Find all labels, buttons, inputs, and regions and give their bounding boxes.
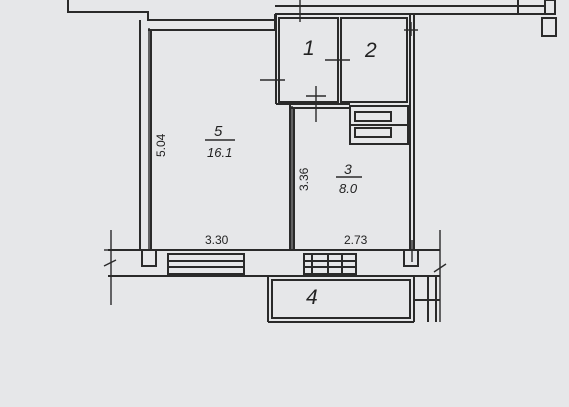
dimension-lines	[103, 0, 447, 322]
room-1-number: 1	[303, 37, 315, 60]
wall-outlines	[67, 0, 557, 323]
room-4-number: 4	[306, 286, 318, 309]
room-3-area: 8.0	[339, 181, 358, 196]
room-5-area: 16.1	[207, 145, 232, 160]
dim-room5-height: 5.04	[154, 133, 168, 157]
dimension-labels: 5.04 3.36 3.30 2.73	[154, 133, 368, 247]
room-5-number: 5	[214, 123, 223, 140]
dim-room3-width: 2.73	[344, 233, 368, 247]
room-2-number: 2	[364, 39, 377, 62]
room-labels: 1 2 5 16.1 3 8.0 4	[207, 37, 377, 309]
room-3-number: 3	[344, 161, 352, 177]
dim-room5-width: 3.30	[205, 233, 229, 247]
dim-room3-height: 3.36	[297, 167, 311, 191]
